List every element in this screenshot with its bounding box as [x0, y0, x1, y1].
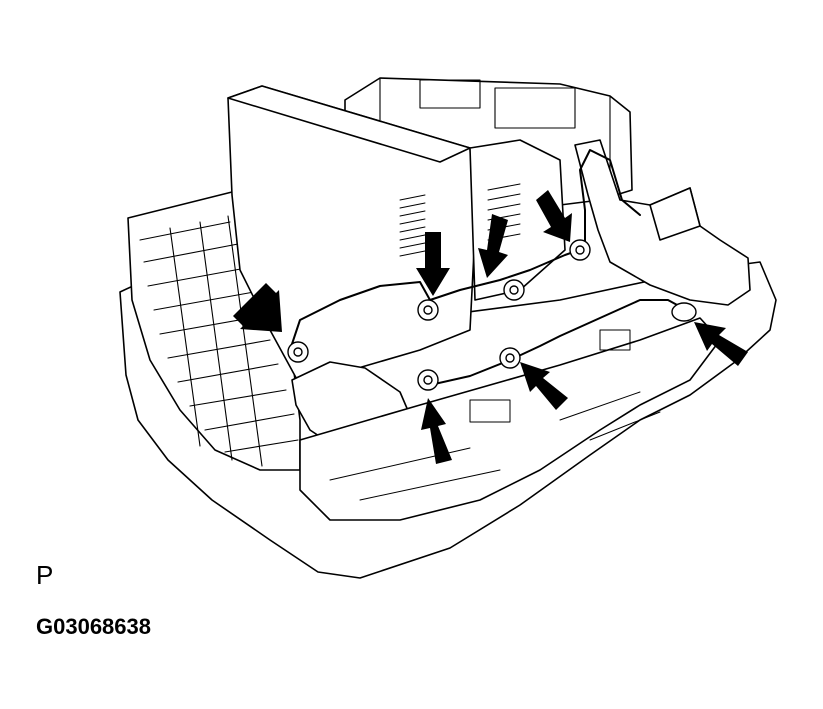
nut: [417, 369, 439, 391]
fasteners: [287, 239, 697, 391]
arrow-4: [536, 190, 572, 242]
view-label: P: [36, 560, 54, 590]
arrow-1: [233, 283, 282, 332]
arrow-7: [694, 322, 748, 366]
callout-arrows: [233, 190, 748, 464]
nut: [503, 279, 525, 301]
arrow-3: [478, 214, 508, 278]
nut: [499, 347, 521, 369]
left-frame-ribs: [139, 215, 299, 467]
arrow-6: [520, 362, 568, 410]
wire-harness: [289, 149, 641, 351]
figure-id: G03068638: [36, 614, 151, 639]
wire-harness-lower: [429, 299, 691, 386]
arrow-2: [416, 232, 450, 296]
main-module-vents: [399, 194, 426, 257]
arrow-5: [421, 398, 452, 464]
nut: [417, 299, 439, 321]
right-bracket-tab: [649, 187, 701, 241]
clip: [671, 302, 697, 322]
nut: [287, 341, 309, 363]
nut: [569, 239, 591, 261]
rear-block-detail: [379, 77, 611, 181]
